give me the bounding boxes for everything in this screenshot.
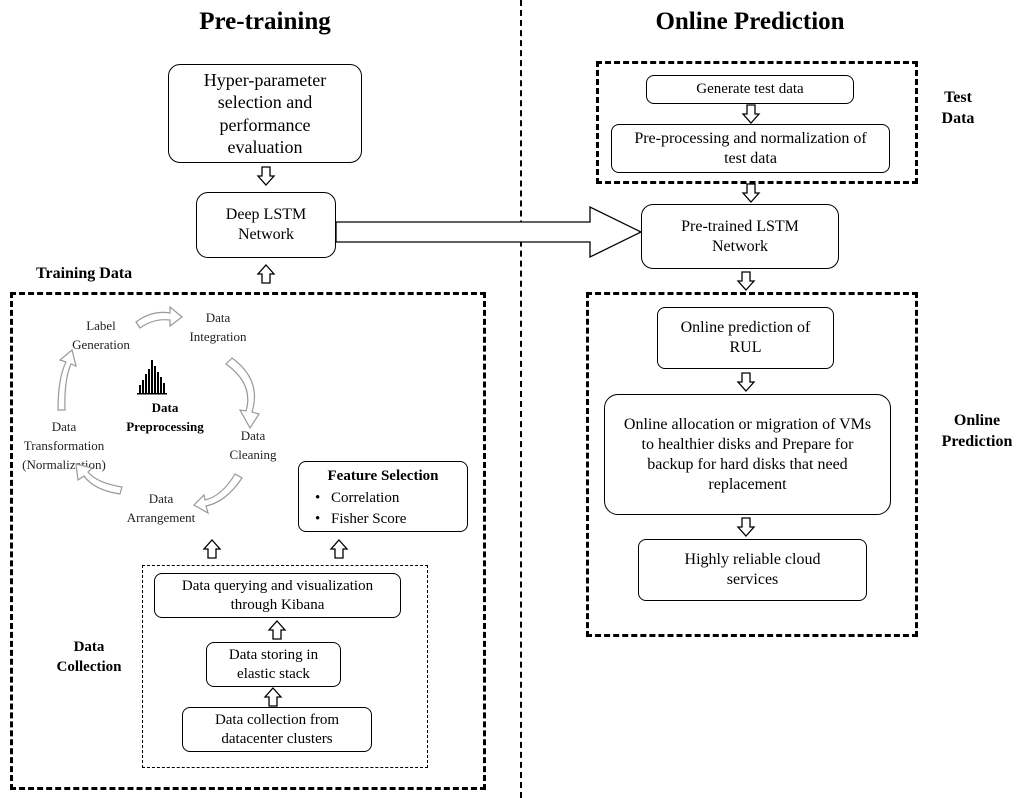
hyper-parameter-box: Hyper-parameter selection and performanc… (168, 64, 362, 163)
pretrained-lstm-box: Pre-trained LSTM Network (641, 204, 839, 269)
training-data-region (10, 292, 486, 790)
arrow-training-to-lstm (257, 264, 275, 284)
section-divider (520, 0, 522, 798)
data-preprocessing-label: Data Preprocessing (126, 400, 204, 434)
reliable-cloud-box: Highly reliable cloud services (638, 539, 867, 601)
pre-training-title: Pre-training (199, 8, 331, 35)
data-integration-step: Data Integration (189, 310, 247, 344)
deep-lstm-box: Deep LSTM Network (196, 192, 336, 258)
feature-item-fisher: •Fisher Score (315, 510, 407, 527)
label-generation-step: Label Generation (72, 318, 130, 352)
arrow-pretrained-to-online (737, 271, 755, 291)
arrow-hyper-to-lstm (257, 166, 275, 186)
data-arrangement-step: Data Arrangement (126, 491, 196, 525)
online-prediction-region (586, 292, 918, 637)
transfer-learning-label: Transfer Learning (412, 222, 528, 239)
elastic-storing-box: Data storing in elastic stack (206, 642, 341, 687)
data-collection-label: Data Collection (56, 639, 122, 676)
feature-item-correlation: •Correlation (315, 489, 400, 506)
preprocess-test-data-box: Pre-processing and normalization of test… (611, 124, 890, 173)
test-data-label: Test Data (941, 89, 975, 127)
feature-selection-title: Feature Selection (327, 468, 439, 484)
generate-test-data-box: Generate test data (646, 75, 854, 104)
feature-selection-box: Feature Selection •Correlation •Fisher S… (298, 461, 468, 532)
kibana-querying-box: Data querying and visualization through … (154, 573, 401, 618)
data-collection-region (142, 565, 428, 768)
data-transformation-step: Data Transformation (Normalization) (22, 419, 106, 472)
online-prediction-title: Online Prediction (655, 8, 845, 35)
online-prediction-label: Online Prediction (941, 412, 1013, 450)
training-data-label: Training Data (36, 265, 133, 282)
online-rul-box: Online prediction of RUL (657, 307, 834, 369)
arrow-test-to-pretrained (742, 183, 760, 203)
test-data-region (596, 61, 918, 184)
datacenter-collection-box: Data collection from datacenter clusters (182, 707, 372, 752)
vm-allocation-box: Online allocation or migration of VMs to… (604, 394, 891, 515)
data-cleaning-step: Data Cleaning (229, 428, 277, 462)
